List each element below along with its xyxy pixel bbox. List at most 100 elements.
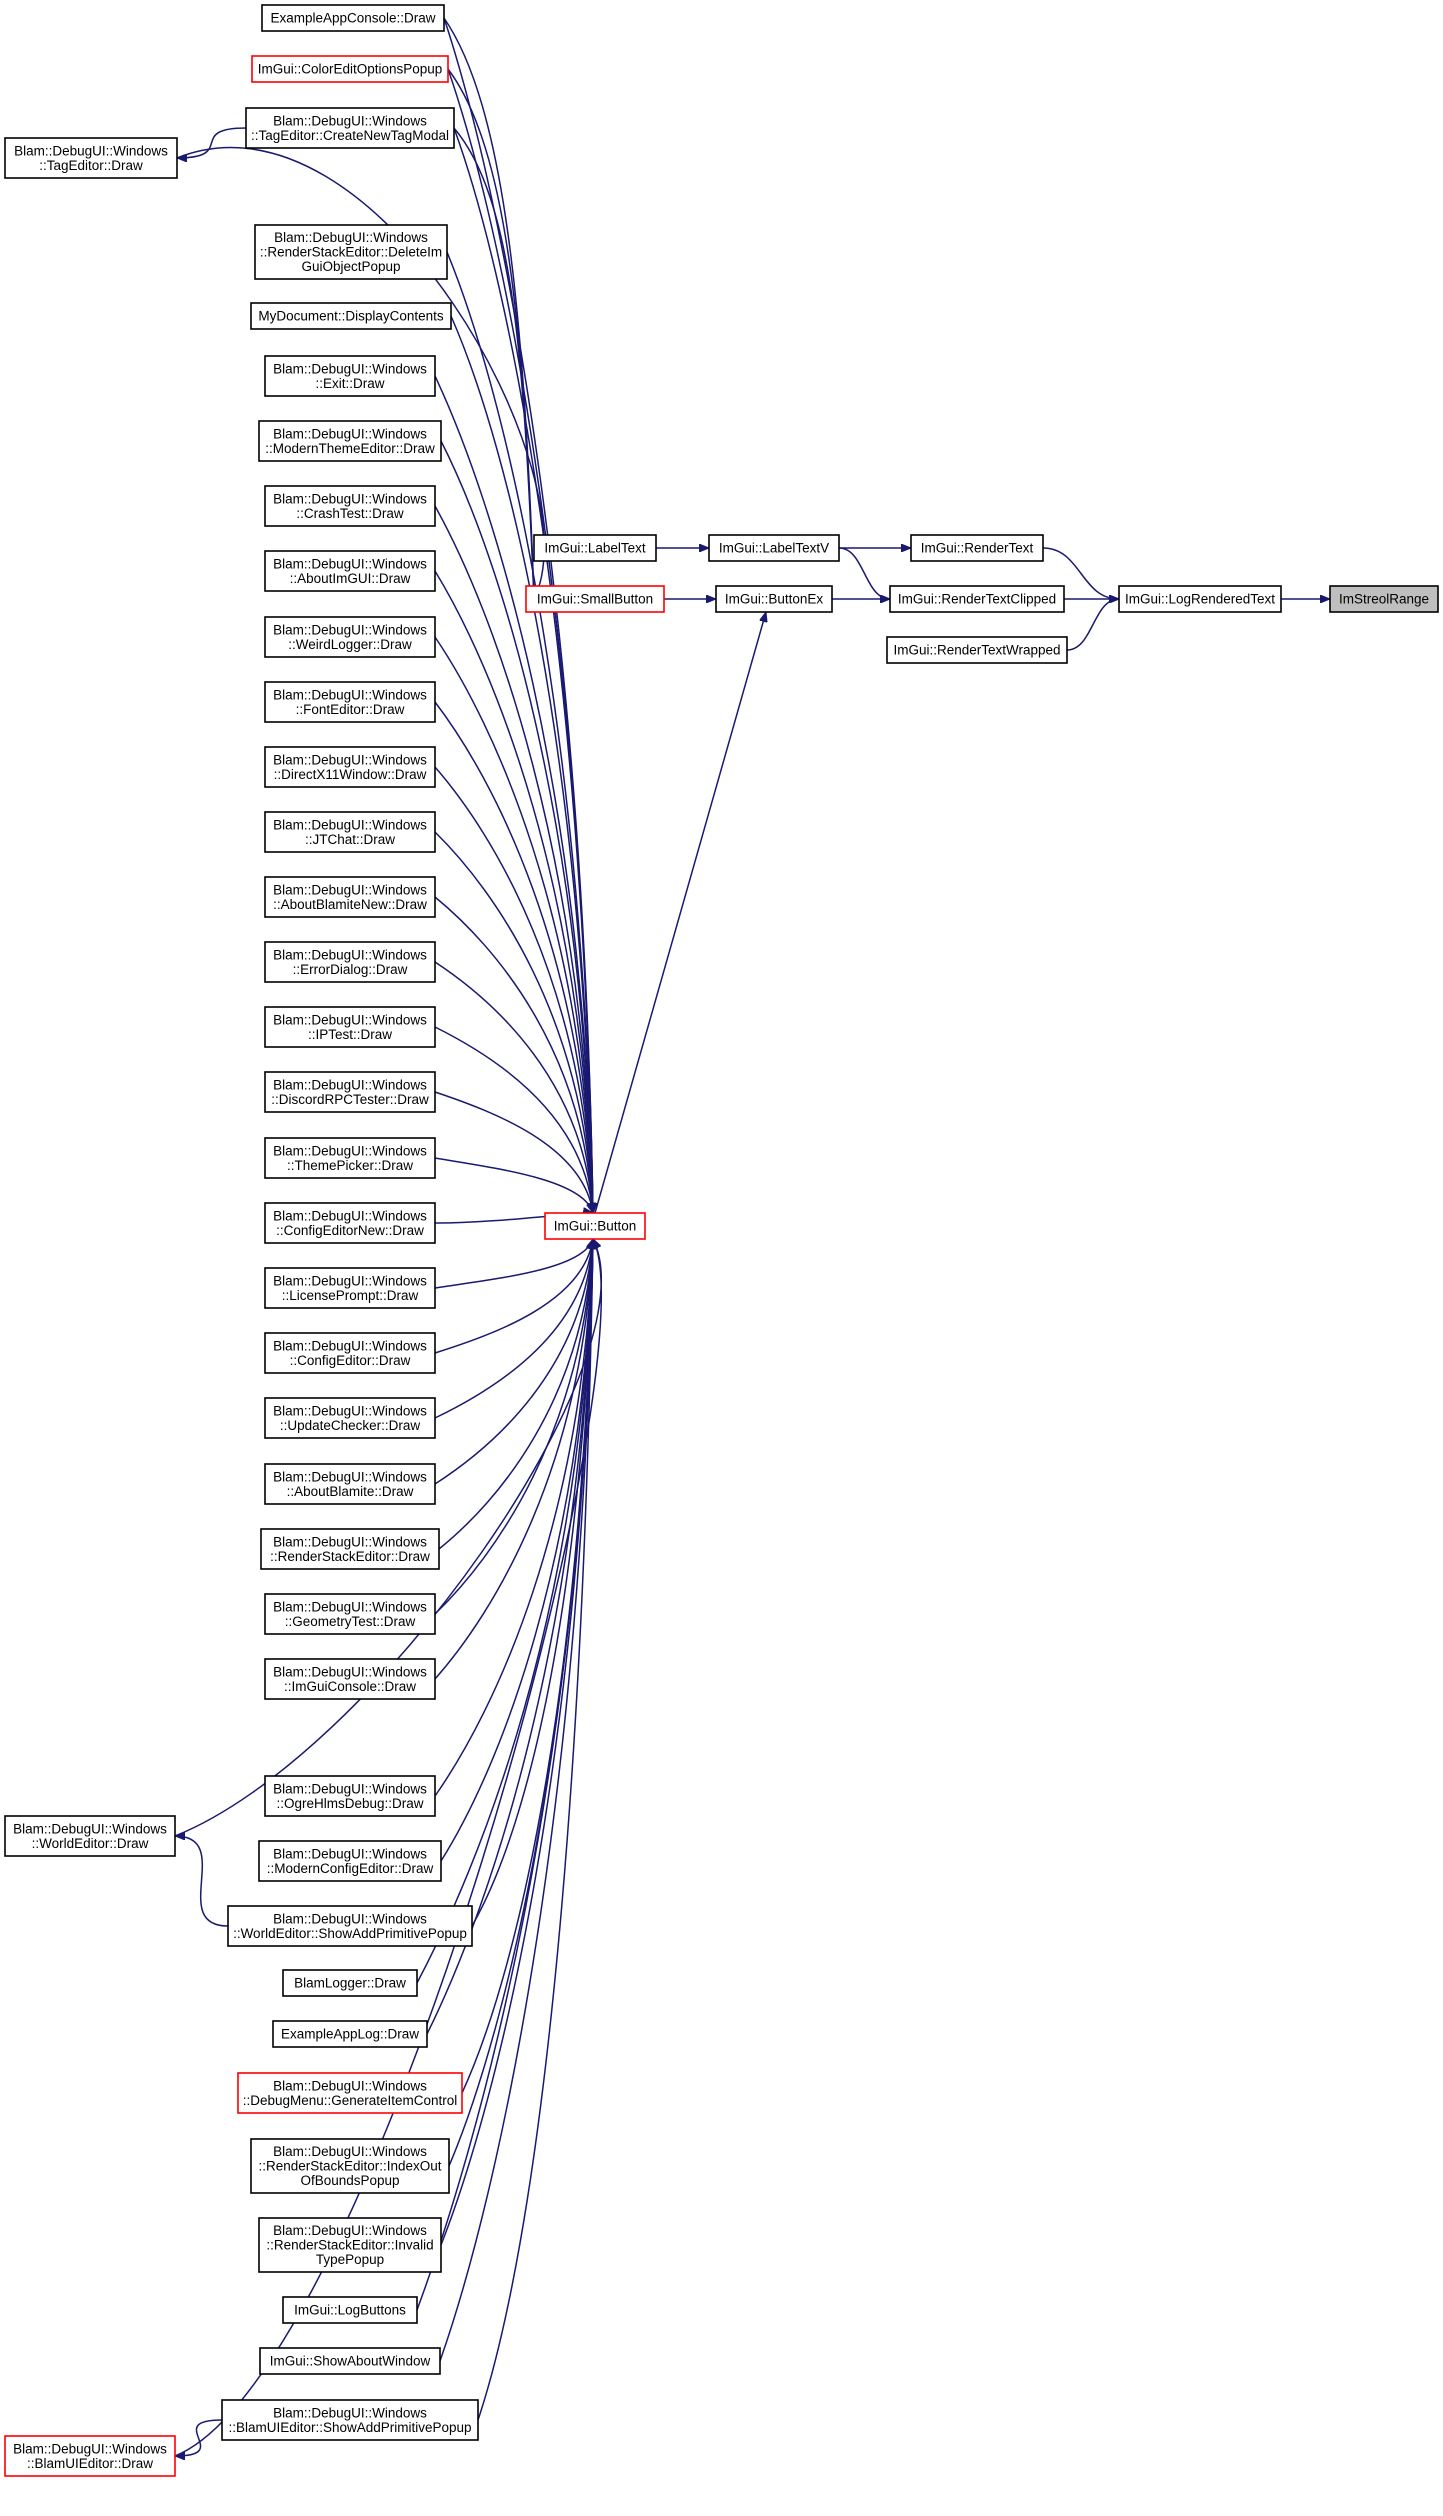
graph-node-rt[interactable]: ImGui::RenderText xyxy=(910,534,1044,562)
node-box xyxy=(264,681,436,723)
edge-abn-to-btn xyxy=(434,896,593,1213)
node-box xyxy=(264,1775,436,1817)
graph-node-aboutimgui[interactable]: Blam::DebugUI::Windows::AboutImGUI::Draw xyxy=(264,550,436,592)
edge-mydoc-to-btn xyxy=(450,315,593,1213)
edge-weird-to-btn xyxy=(434,636,593,1213)
node-label-line: Blam::DebugUI::Windows xyxy=(273,752,427,767)
graph-node-ltv[interactable]: ImGui::LabelTextV xyxy=(708,534,840,562)
graph-node-crash[interactable]: Blam::DebugUI::Windows::CrashTest::Draw xyxy=(264,485,436,527)
node-label-line: Blam::DebugUI::Windows xyxy=(273,1846,427,1861)
node-label-line: Blam::DebugUI::Windows xyxy=(273,1534,427,1549)
graph-node-rtw[interactable]: ImGui::RenderTextWrapped xyxy=(886,636,1068,664)
node-box xyxy=(4,2435,176,2477)
edge-tp-to-btn xyxy=(434,1157,593,1213)
graph-node-tp[interactable]: Blam::DebugUI::Windows::ThemePicker::Dra… xyxy=(264,1137,436,1179)
edge-dx11-to-btn xyxy=(434,766,593,1213)
graph-node-bsap[interactable]: Blam::DebugUI::Windows::BlamUIEditor::Sh… xyxy=(221,2399,479,2441)
node-label-line: ::ModernConfigEditor::Draw xyxy=(267,1861,434,1876)
node-label-line: Blam::DebugUI::Windows xyxy=(273,1338,427,1353)
node-label-line: ::ConfigEditor::Draw xyxy=(290,1353,411,1368)
node-box xyxy=(544,1212,646,1240)
graph-node-wed[interactable]: Blam::DebugUI::Windows::WorldEditor::Dra… xyxy=(4,1815,176,1857)
graph-node-rtc[interactable]: ImGui::RenderTextClipped xyxy=(889,585,1065,613)
node-label-line: Blam::DebugUI::Windows xyxy=(273,1664,427,1679)
node-box xyxy=(254,224,448,280)
node-box xyxy=(261,4,445,32)
graph-node-rsdel[interactable]: Blam::DebugUI::Windows::RenderStackEdito… xyxy=(254,224,448,280)
graph-node-uc[interactable]: Blam::DebugUI::Windows::UpdateChecker::D… xyxy=(264,1397,436,1439)
node-label-line: ::ThemePicker::Draw xyxy=(287,1158,413,1173)
node-label-line: Blam::DebugUI::Windows xyxy=(14,143,168,158)
node-box xyxy=(264,1332,436,1374)
graph-node-dx11[interactable]: Blam::DebugUI::Windows::DirectX11Window:… xyxy=(264,746,436,788)
node-box xyxy=(260,1528,440,1570)
graph-node-bex[interactable]: ImGui::ButtonEx xyxy=(715,585,833,613)
node-label-line: ::AboutBlamite::Draw xyxy=(287,1484,414,1499)
graph-node-btn[interactable]: ImGui::Button xyxy=(544,1212,646,1240)
node-label-line: ::RenderStackEditor::IndexOut xyxy=(258,2159,441,2174)
graph-node-ce[interactable]: Blam::DebugUI::Windows::ConfigEditor::Dr… xyxy=(264,1332,436,1374)
graph-node-cen[interactable]: Blam::DebugUI::Windows::ConfigEditorNew:… xyxy=(264,1202,436,1244)
graph-node-eac[interactable]: ExampleAppConsole::Draw xyxy=(261,4,445,32)
node-label-line: Blam::DebugUI::Windows xyxy=(273,817,427,832)
graph-node-sb[interactable]: ImGui::SmallButton xyxy=(525,585,665,613)
graph-node-lp[interactable]: Blam::DebugUI::Windows::LicensePrompt::D… xyxy=(264,1267,436,1309)
node-label-line: Blam::DebugUI::Windows xyxy=(273,556,427,571)
node-label-line: ::FontEditor::Draw xyxy=(296,702,405,717)
graph-node-drpc[interactable]: Blam::DebugUI::Windows::DiscordRPCTester… xyxy=(264,1071,436,1113)
node-label-line: ImGui::LabelTextV xyxy=(719,541,829,556)
graph-node-mydoc[interactable]: MyDocument::DisplayContents xyxy=(250,302,452,330)
graph-node-mce[interactable]: Blam::DebugUI::Windows::ModernConfigEdit… xyxy=(258,1840,442,1882)
edge-font-to-btn xyxy=(434,701,593,1213)
graph-node-bued[interactable]: Blam::DebugUI::Windows::BlamUIEditor::Dr… xyxy=(4,2435,176,2477)
graph-node-saw[interactable]: ImGui::ShowAboutWindow xyxy=(259,2347,441,2375)
edge-eal-to-btn xyxy=(426,1239,593,2035)
graph-node-ceop[interactable]: ImGui::ColorEditOptionsPopup xyxy=(251,55,449,83)
graph-node-cntm[interactable]: Blam::DebugUI::Windows::TagEditor::Creat… xyxy=(245,107,455,149)
graph-node-itp[interactable]: Blam::DebugUI::Windows::RenderStackEdito… xyxy=(258,2217,442,2273)
graph-node-jt[interactable]: Blam::DebugUI::Windows::JTChat::Draw xyxy=(264,811,436,853)
node-box xyxy=(264,876,436,918)
node-box xyxy=(525,585,665,613)
graph-node-ioob[interactable]: Blam::DebugUI::Windows::RenderStackEdito… xyxy=(250,2138,450,2194)
graph-node-exit[interactable]: Blam::DebugUI::Windows::Exit::Draw xyxy=(264,355,436,397)
graph-node-blog[interactable]: BlamLogger::Draw xyxy=(282,1969,418,1997)
node-box xyxy=(258,2217,442,2273)
edge-geo-to-btn xyxy=(434,1239,593,1615)
node-label-line: Blam::DebugUI::Windows xyxy=(13,1821,167,1836)
node-label-line: ExampleAppConsole::Draw xyxy=(270,11,435,26)
graph-node-font[interactable]: Blam::DebugUI::Windows::FontEditor::Draw xyxy=(264,681,436,723)
graph-node-abn[interactable]: Blam::DebugUI::Windows::AboutBlamiteNew:… xyxy=(264,876,436,918)
node-box xyxy=(4,137,178,179)
node-box xyxy=(264,941,436,983)
node-box xyxy=(889,585,1065,613)
edge-rsdel-to-btn xyxy=(446,251,593,1213)
node-box xyxy=(264,550,436,592)
edge-ogre-to-btn xyxy=(434,1239,593,1797)
node-box xyxy=(227,1905,473,1947)
graph-node-eal[interactable]: ExampleAppLog::Draw xyxy=(272,2020,428,2048)
graph-node-weird[interactable]: Blam::DebugUI::Windows::WeirdLogger::Dra… xyxy=(264,616,436,658)
graph-node-wsap[interactable]: Blam::DebugUI::Windows::WorldEditor::Sho… xyxy=(227,1905,473,1947)
graph-node-str[interactable]: ImStreolRange xyxy=(1329,585,1439,613)
edge-ltv-to-rtc xyxy=(838,547,891,599)
node-box xyxy=(4,1815,176,1857)
node-label-line: Blam::DebugUI::Windows xyxy=(273,1469,427,1484)
graph-node-ip[interactable]: Blam::DebugUI::Windows::IPTest::Draw xyxy=(264,1006,436,1048)
graph-node-mte[interactable]: Blam::DebugUI::Windows::ModernThemeEdito… xyxy=(258,420,442,462)
graph-node-logbtn[interactable]: ImGui::LogButtons xyxy=(282,2296,418,2324)
graph-node-ab[interactable]: Blam::DebugUI::Windows::AboutBlamite::Dr… xyxy=(264,1463,436,1505)
edge-eac-to-btn xyxy=(443,17,593,1213)
node-label-line: ImGui::ButtonEx xyxy=(725,592,824,607)
graph-node-log[interactable]: ImGui::LogRenderedText xyxy=(1118,585,1282,613)
graph-node-gic[interactable]: Blam::DebugUI::Windows::DebugMenu::Gener… xyxy=(237,2072,463,2114)
graph-node-lt[interactable]: ImGui::LabelText xyxy=(533,534,657,562)
node-label-line: ::OgreHlmsDebug::Draw xyxy=(276,1796,423,1811)
graph-node-geo[interactable]: Blam::DebugUI::Windows::GeometryTest::Dr… xyxy=(264,1593,436,1635)
graph-node-igc[interactable]: Blam::DebugUI::Windows::ImGuiConsole::Dr… xyxy=(264,1658,436,1700)
graph-node-err[interactable]: Blam::DebugUI::Windows::ErrorDialog::Dra… xyxy=(264,941,436,983)
node-label-line: ImGui::LogButtons xyxy=(294,2303,406,2318)
graph-node-ted[interactable]: Blam::DebugUI::Windows::TagEditor::Draw xyxy=(4,137,178,179)
graph-node-rse[interactable]: Blam::DebugUI::Windows::RenderStackEdito… xyxy=(260,1528,440,1570)
graph-node-ogre[interactable]: Blam::DebugUI::Windows::OgreHlmsDebug::D… xyxy=(264,1775,436,1817)
